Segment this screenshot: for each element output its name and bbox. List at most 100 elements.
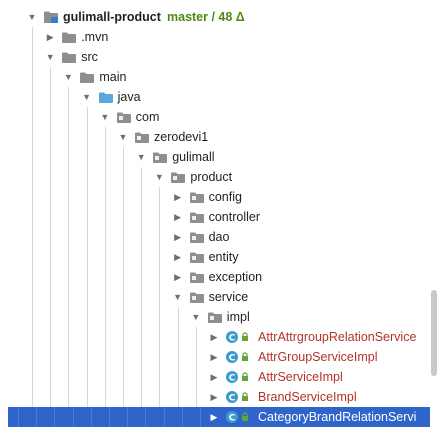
chevron-right-icon[interactable]: ▶ [210, 391, 218, 402]
chevron-down-icon[interactable]: ▼ [45, 52, 55, 62]
chevron-right-icon[interactable]: ▶ [174, 231, 182, 242]
chevron-down-icon[interactable]: ▼ [173, 292, 183, 302]
tree-item-folder[interactable]: ▼ impl [0, 307, 430, 327]
java-class-icon: C [225, 370, 241, 384]
chevron-down-icon[interactable]: ▼ [100, 112, 110, 122]
selection-guide-tick [109, 407, 110, 427]
tree-item-label: impl [226, 310, 250, 324]
vcs-branch-status: master / 48 Δ [167, 10, 245, 24]
tree-item-label: CategoryBrandRelationServi [258, 410, 417, 424]
tree-item-folder[interactable]: ▼product [0, 167, 430, 187]
access-lock-icon [240, 372, 250, 382]
package-folder-icon [189, 270, 205, 284]
chevron-right-icon[interactable]: ▶ [46, 31, 54, 42]
indent-guide [50, 67, 52, 427]
package-folder-icon [189, 250, 205, 264]
tree-item-folder[interactable]: ▶ controller [0, 207, 430, 227]
selection-guide-tick [36, 407, 38, 427]
tree-item-class[interactable]: ▶ C AttrAttrgroupRelationService [0, 327, 430, 347]
chevron-right-icon[interactable]: ▶ [210, 371, 218, 382]
access-lock-icon [240, 352, 250, 362]
tree-item-folder[interactable]: ▼ src [0, 47, 430, 67]
package-folder-icon [170, 170, 186, 184]
tree-item-folder[interactable]: ▶ entity [0, 247, 430, 267]
tree-item-folder[interactable]: ▼ main [0, 67, 430, 87]
indent-guide [195, 327, 197, 427]
access-lock-icon [240, 392, 250, 402]
indent-guide [104, 127, 106, 427]
indent-guide [32, 27, 33, 427]
selection-guide-tick [163, 407, 165, 427]
source-folder-icon [98, 90, 114, 104]
java-class-icon: C [225, 330, 241, 344]
tree-item-label: AttrGroupServiceImpl [258, 350, 378, 364]
tree-item-label: controller [208, 210, 261, 224]
selection-guide-tick [127, 407, 129, 427]
tree-item-folder[interactable]: ▼ service [0, 287, 430, 307]
tree-item-folder[interactable]: ▶ .mvn [0, 27, 430, 47]
access-lock-icon [240, 412, 250, 422]
chevron-right-icon[interactable]: ▶ [174, 251, 182, 262]
tree-item-label: .mvn [81, 30, 109, 44]
indent-guide [141, 167, 143, 427]
vertical-scrollbar[interactable] [431, 290, 437, 376]
chevron-right-icon[interactable]: ▶ [210, 351, 218, 362]
tree-item-label: java [117, 90, 141, 104]
tree-item-label: com [135, 110, 160, 124]
svg-text:C: C [229, 354, 236, 364]
tree-item-class[interactable]: ▶ C AttrServiceImpl [0, 367, 430, 387]
indent-guide [159, 187, 161, 427]
tree-item-folder[interactable]: ▼ zerodevi1 [0, 127, 430, 147]
tree-item-label: service [208, 290, 249, 304]
svg-text:C: C [229, 334, 236, 344]
chevron-right-icon[interactable]: ▶ [174, 191, 182, 202]
tree-item-folder[interactable]: ▶ dao [0, 227, 430, 247]
tree-item-label: zerodevi1 [154, 130, 209, 144]
chevron-down-icon[interactable]: ▼ [136, 152, 146, 162]
selection-guide-tick [90, 407, 92, 427]
chevron-down-icon[interactable]: ▼ [82, 92, 92, 102]
tree-item-folder[interactable]: ▼ com [0, 107, 430, 127]
indent-guide [68, 87, 70, 427]
tree-item-folder[interactable]: ▶ config [0, 187, 430, 207]
tree-item-label: gulimall [172, 150, 215, 164]
chevron-down-icon[interactable]: ▼ [118, 132, 128, 142]
tree-item-label: dao [208, 230, 230, 244]
chevron-down-icon[interactable]: ▼ [63, 72, 73, 82]
selection-guide-tick [145, 407, 147, 427]
tree-item-label: BrandServiceImpl [258, 390, 357, 404]
tree-item-label: config [208, 190, 242, 204]
folder-icon [61, 50, 77, 64]
package-folder-icon [189, 290, 205, 304]
chevron-right-icon[interactable]: ▶ [210, 411, 218, 422]
chevron-down-icon[interactable]: ▼ [191, 312, 201, 322]
tree-item-folder[interactable]: ▶exception [0, 267, 430, 287]
chevron-right-icon[interactable]: ▶ [210, 331, 218, 342]
package-folder-icon [134, 130, 150, 144]
chevron-right-icon[interactable]: ▶ [174, 271, 182, 282]
selection-guide-tick [54, 407, 56, 427]
tree-item-label: src [81, 50, 98, 64]
tree-item-class[interactable]: ▶ C AttrGroupServiceImpl [0, 347, 430, 367]
java-class-icon: C [225, 350, 241, 364]
selection-guide-tick [18, 407, 19, 427]
package-folder-icon [116, 110, 132, 124]
tree-item-label: AttrServiceImpl [258, 370, 343, 384]
chevron-right-icon[interactable]: ▶ [174, 211, 182, 222]
tree-item-label: main [99, 70, 127, 84]
chevron-down-icon[interactable]: ▼ [154, 172, 164, 182]
package-folder-icon [189, 230, 205, 244]
package-folder-icon [207, 310, 223, 324]
access-lock-icon [240, 332, 250, 342]
chevron-down-icon[interactable]: ▼ [27, 12, 37, 22]
svg-text:C: C [229, 374, 236, 384]
indent-guide [123, 147, 124, 427]
tree-item-folder[interactable]: ▼ gulimall [0, 147, 430, 167]
tree-item-label: entity [208, 250, 239, 264]
package-folder-icon [189, 190, 205, 204]
tree-item-label: AttrAttrgroupRelationService [258, 330, 417, 344]
tree-item-folder[interactable]: ▼ java [0, 87, 430, 107]
